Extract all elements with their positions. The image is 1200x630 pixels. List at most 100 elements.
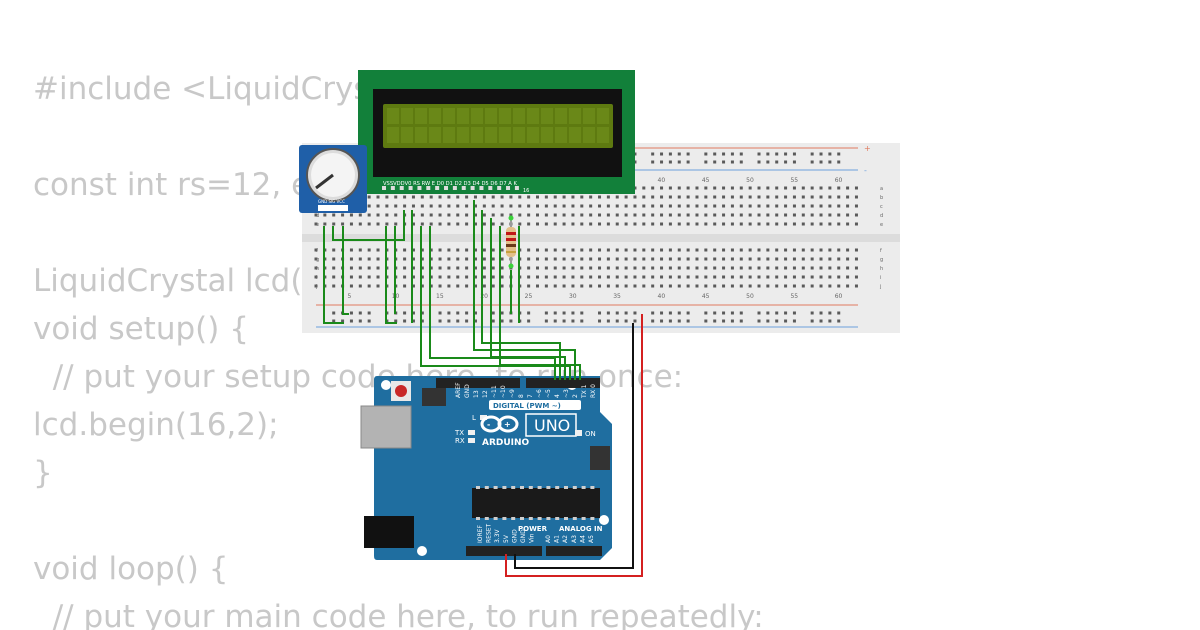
- breadboard-hole[interactable]: [571, 257, 575, 261]
- rail-hole[interactable]: [544, 319, 548, 323]
- breadboard-hole[interactable]: [411, 195, 415, 199]
- breadboard-hole[interactable]: [775, 284, 779, 288]
- breadboard-hole[interactable]: [757, 186, 761, 190]
- breadboard-hole[interactable]: [677, 186, 681, 190]
- breadboard-hole[interactable]: [615, 266, 619, 270]
- breadboard-hole[interactable]: [846, 266, 850, 270]
- breadboard-hole[interactable]: [854, 195, 858, 199]
- breadboard-hole[interactable]: [411, 284, 415, 288]
- breadboard-hole[interactable]: [358, 257, 362, 261]
- breadboard-hole[interactable]: [385, 204, 389, 208]
- breadboard-hole[interactable]: [784, 248, 788, 252]
- rail-hole[interactable]: [615, 319, 619, 323]
- breadboard-hole[interactable]: [819, 284, 823, 288]
- breadboard-hole[interactable]: [358, 248, 362, 252]
- breadboard-hole[interactable]: [837, 284, 841, 288]
- breadboard-hole[interactable]: [792, 248, 796, 252]
- breadboard-hole[interactable]: [846, 186, 850, 190]
- rail-hole[interactable]: [651, 311, 655, 315]
- breadboard-hole[interactable]: [801, 222, 805, 226]
- rail-hole[interactable]: [580, 319, 584, 323]
- breadboard-hole[interactable]: [429, 275, 433, 279]
- breadboard-hole[interactable]: [792, 275, 796, 279]
- breadboard-hole[interactable]: [447, 195, 451, 199]
- breadboard-hole[interactable]: [429, 248, 433, 252]
- breadboard-hole[interactable]: [491, 222, 495, 226]
- breadboard-hole[interactable]: [580, 284, 584, 288]
- rail-hole[interactable]: [606, 319, 610, 323]
- breadboard-hole[interactable]: [846, 222, 850, 226]
- breadboard-hole[interactable]: [846, 275, 850, 279]
- breadboard-hole[interactable]: [536, 195, 539, 199]
- rail-hole[interactable]: [660, 152, 664, 156]
- breadboard-hole[interactable]: [624, 222, 628, 226]
- breadboard-hole[interactable]: [810, 266, 814, 270]
- breadboard-hole[interactable]: [411, 257, 415, 261]
- breadboard-hole[interactable]: [757, 195, 761, 199]
- rail-hole[interactable]: [810, 311, 814, 315]
- breadboard-hole[interactable]: [562, 195, 566, 199]
- rail-hole[interactable]: [651, 319, 655, 323]
- rail-hole[interactable]: [810, 319, 814, 323]
- breadboard-hole[interactable]: [509, 204, 513, 208]
- rail-hole[interactable]: [473, 319, 477, 323]
- breadboard-hole[interactable]: [429, 266, 433, 270]
- breadboard-hole[interactable]: [411, 248, 415, 252]
- digital-header-right[interactable]: [526, 378, 600, 388]
- breadboard-hole[interactable]: [367, 204, 371, 208]
- breadboard-hole[interactable]: [775, 213, 779, 217]
- breadboard-hole[interactable]: [580, 213, 584, 217]
- rail-hole[interactable]: [651, 160, 655, 164]
- breadboard-hole[interactable]: [598, 204, 602, 208]
- breadboard-hole[interactable]: [730, 213, 734, 217]
- rail-hole[interactable]: [686, 152, 690, 156]
- breadboard-hole[interactable]: [403, 204, 407, 208]
- breadboard-hole[interactable]: [376, 266, 380, 270]
- breadboard-hole[interactable]: [739, 204, 743, 208]
- rail-hole[interactable]: [438, 319, 442, 323]
- breadboard-hole[interactable]: [615, 204, 619, 208]
- breadboard-hole[interactable]: [562, 248, 566, 252]
- breadboard-hole[interactable]: [739, 266, 743, 270]
- breadboard-hole[interactable]: [429, 213, 433, 217]
- rail-hole[interactable]: [668, 160, 672, 164]
- rail-hole[interactable]: [775, 319, 779, 323]
- lcd-module[interactable]: VSSVDDV0 RS RW E D0 D1 D2 D3 D4 D5 D6 D7…: [358, 70, 635, 194]
- breadboard-hole[interactable]: [349, 257, 353, 261]
- breadboard-hole[interactable]: [713, 186, 717, 190]
- rail-hole[interactable]: [784, 319, 788, 323]
- breadboard-hole[interactable]: [730, 195, 734, 199]
- rail-hole[interactable]: [394, 319, 398, 323]
- rail-hole[interactable]: [730, 319, 734, 323]
- breadboard-hole[interactable]: [837, 248, 841, 252]
- breadboard-hole[interactable]: [598, 266, 602, 270]
- breadboard-hole[interactable]: [695, 195, 699, 199]
- breadboard-hole[interactable]: [544, 222, 548, 226]
- breadboard-hole[interactable]: [615, 195, 619, 199]
- breadboard-hole[interactable]: [358, 275, 362, 279]
- rail-hole[interactable]: [810, 160, 814, 164]
- breadboard-hole[interactable]: [606, 275, 610, 279]
- breadboard-hole[interactable]: [615, 257, 619, 261]
- rail-hole[interactable]: [677, 152, 681, 156]
- breadboard-hole[interactable]: [411, 266, 415, 270]
- breadboard-hole[interactable]: [571, 204, 575, 208]
- breadboard-hole[interactable]: [562, 275, 566, 279]
- breadboard-hole[interactable]: [739, 284, 743, 288]
- breadboard-hole[interactable]: [819, 195, 823, 199]
- rail-hole[interactable]: [598, 311, 602, 315]
- rail-hole[interactable]: [668, 152, 672, 156]
- breadboard-hole[interactable]: [580, 266, 584, 270]
- breadboard-hole[interactable]: [677, 266, 681, 270]
- breadboard-hole[interactable]: [713, 213, 717, 217]
- breadboard-hole[interactable]: [358, 222, 362, 226]
- breadboard-hole[interactable]: [349, 248, 353, 252]
- breadboard-hole[interactable]: [633, 195, 637, 199]
- breadboard-hole[interactable]: [447, 204, 451, 208]
- breadboard-hole[interactable]: [482, 204, 486, 208]
- breadboard-hole[interactable]: [562, 204, 566, 208]
- breadboard-hole[interactable]: [792, 266, 796, 270]
- breadboard-hole[interactable]: [429, 257, 433, 261]
- breadboard-hole[interactable]: [544, 266, 548, 270]
- breadboard-hole[interactable]: [624, 213, 628, 217]
